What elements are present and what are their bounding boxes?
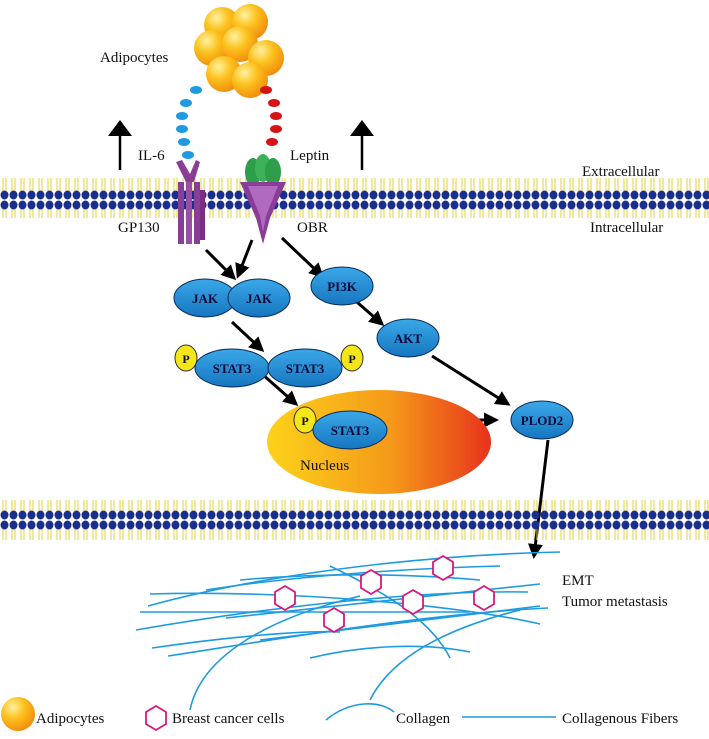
svg-text:PLOD2: PLOD2 (521, 413, 564, 428)
plod2-node: PLOD2 (510, 400, 574, 440)
collagen-fiber-network (135, 551, 561, 711)
legend-breast-cancer-cells-label: Breast cancer cells (172, 711, 285, 727)
legend-adipocytes-label: Adipocytes (36, 711, 104, 727)
il6-up-arrow (108, 120, 132, 170)
nucleus-label: Nucleus (300, 458, 349, 474)
gp130-label: GP130 (118, 220, 160, 236)
stat3-node-nuclear: STAT3 (312, 410, 388, 450)
stat3-node-1: STAT3 (194, 348, 270, 388)
phospho-badge-nucleus: P (293, 406, 317, 434)
svg-text:AKT: AKT (394, 331, 423, 346)
svg-text:JAK: JAK (246, 291, 273, 306)
legend-cancer-cell-icon (145, 704, 167, 732)
phospho-badge-left: P (174, 344, 198, 372)
phospho-badge-right: P (340, 344, 364, 372)
obr-receptor (240, 154, 286, 244)
svg-text:JAK: JAK (192, 291, 219, 306)
svg-text:P: P (348, 352, 355, 366)
svg-text:STAT3: STAT3 (286, 361, 325, 376)
svg-text:P: P (301, 414, 308, 428)
plasma-membrane (0, 178, 709, 218)
legend-adipocyte-icon (1, 697, 35, 731)
legend-collagenous-fibers-label: Collagenous Fibers (562, 711, 678, 727)
pi3k-node: PI3K (310, 266, 374, 306)
breast-cancer-cells (274, 554, 495, 634)
emt-label: EMT (562, 573, 594, 589)
gp130-receptor (176, 160, 205, 244)
il6-secretion-dots (176, 86, 202, 159)
svg-text:PI3K: PI3K (327, 279, 358, 294)
svg-text:STAT3: STAT3 (331, 423, 370, 438)
obr-label: OBR (297, 220, 328, 236)
legend-collagen-icon (325, 703, 395, 721)
svg-text:STAT3: STAT3 (213, 361, 252, 376)
svg-text:P: P (182, 352, 189, 366)
akt-node: AKT (376, 318, 440, 358)
plasma-membrane-lower (0, 500, 709, 540)
leptin-secretion-dots (260, 86, 282, 146)
leptin-label: Leptin (290, 148, 330, 164)
stat3-node-2: STAT3 (267, 348, 343, 388)
jak-node-1: JAK (173, 278, 237, 318)
legend: Adipocytes Breast cancer cells Collagen … (1, 697, 678, 732)
leptin-up-arrow (350, 120, 374, 170)
il6-label: IL-6 (138, 148, 165, 164)
adipocytes-label: Adipocytes (100, 50, 168, 66)
intracellular-label: Intracellular (590, 220, 663, 236)
extracellular-label: Extracellular (582, 164, 659, 180)
tumor-metastasis-label: Tumor metastasis (562, 594, 668, 610)
legend-collagen-label: Collagen (396, 711, 451, 727)
adipocyte-cluster (194, 4, 284, 98)
jak-node-2: JAK (227, 278, 291, 318)
